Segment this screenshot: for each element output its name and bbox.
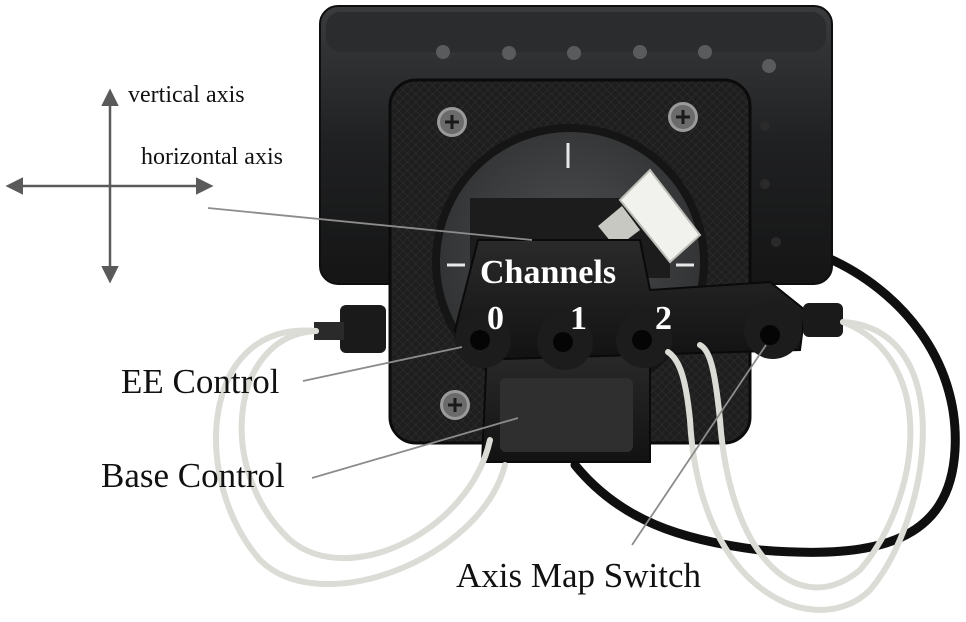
channels-label: Channels bbox=[480, 254, 617, 291]
clear-tubes bbox=[213, 319, 926, 613]
axis-indicator bbox=[5, 88, 214, 284]
channels-block bbox=[453, 239, 807, 370]
axis-map-port bbox=[744, 301, 802, 359]
horizontal-axis-label: horizontal axis bbox=[141, 144, 283, 170]
tube-fitting bbox=[803, 303, 843, 337]
screw-icon bbox=[668, 102, 698, 132]
ee-control-leader bbox=[302, 346, 463, 382]
axis-map-switch-label: Axis Map Switch bbox=[456, 556, 701, 595]
base-control-label: Base Control bbox=[101, 456, 285, 495]
channel-port bbox=[455, 312, 511, 368]
channel-number-2: 2 bbox=[655, 300, 672, 337]
channel-number-1: 1 bbox=[570, 300, 587, 337]
channel-number-0: 0 bbox=[487, 300, 504, 337]
leader-lines bbox=[207, 207, 767, 546]
black-cable bbox=[570, 253, 960, 557]
channel-port bbox=[616, 312, 672, 368]
horizontal-axis-leader bbox=[207, 207, 533, 241]
screw-icon bbox=[440, 390, 470, 420]
ee-control-label: EE Control bbox=[121, 362, 280, 401]
tube-fitting bbox=[314, 305, 386, 353]
base-control-leader bbox=[311, 417, 519, 479]
base-control-block bbox=[480, 349, 651, 463]
axis-map-switch-leader bbox=[631, 344, 767, 546]
vertical-axis-label: vertical axis bbox=[128, 82, 245, 108]
screw-icon bbox=[437, 107, 467, 137]
white-connector bbox=[598, 168, 702, 264]
channel-port bbox=[537, 314, 593, 370]
